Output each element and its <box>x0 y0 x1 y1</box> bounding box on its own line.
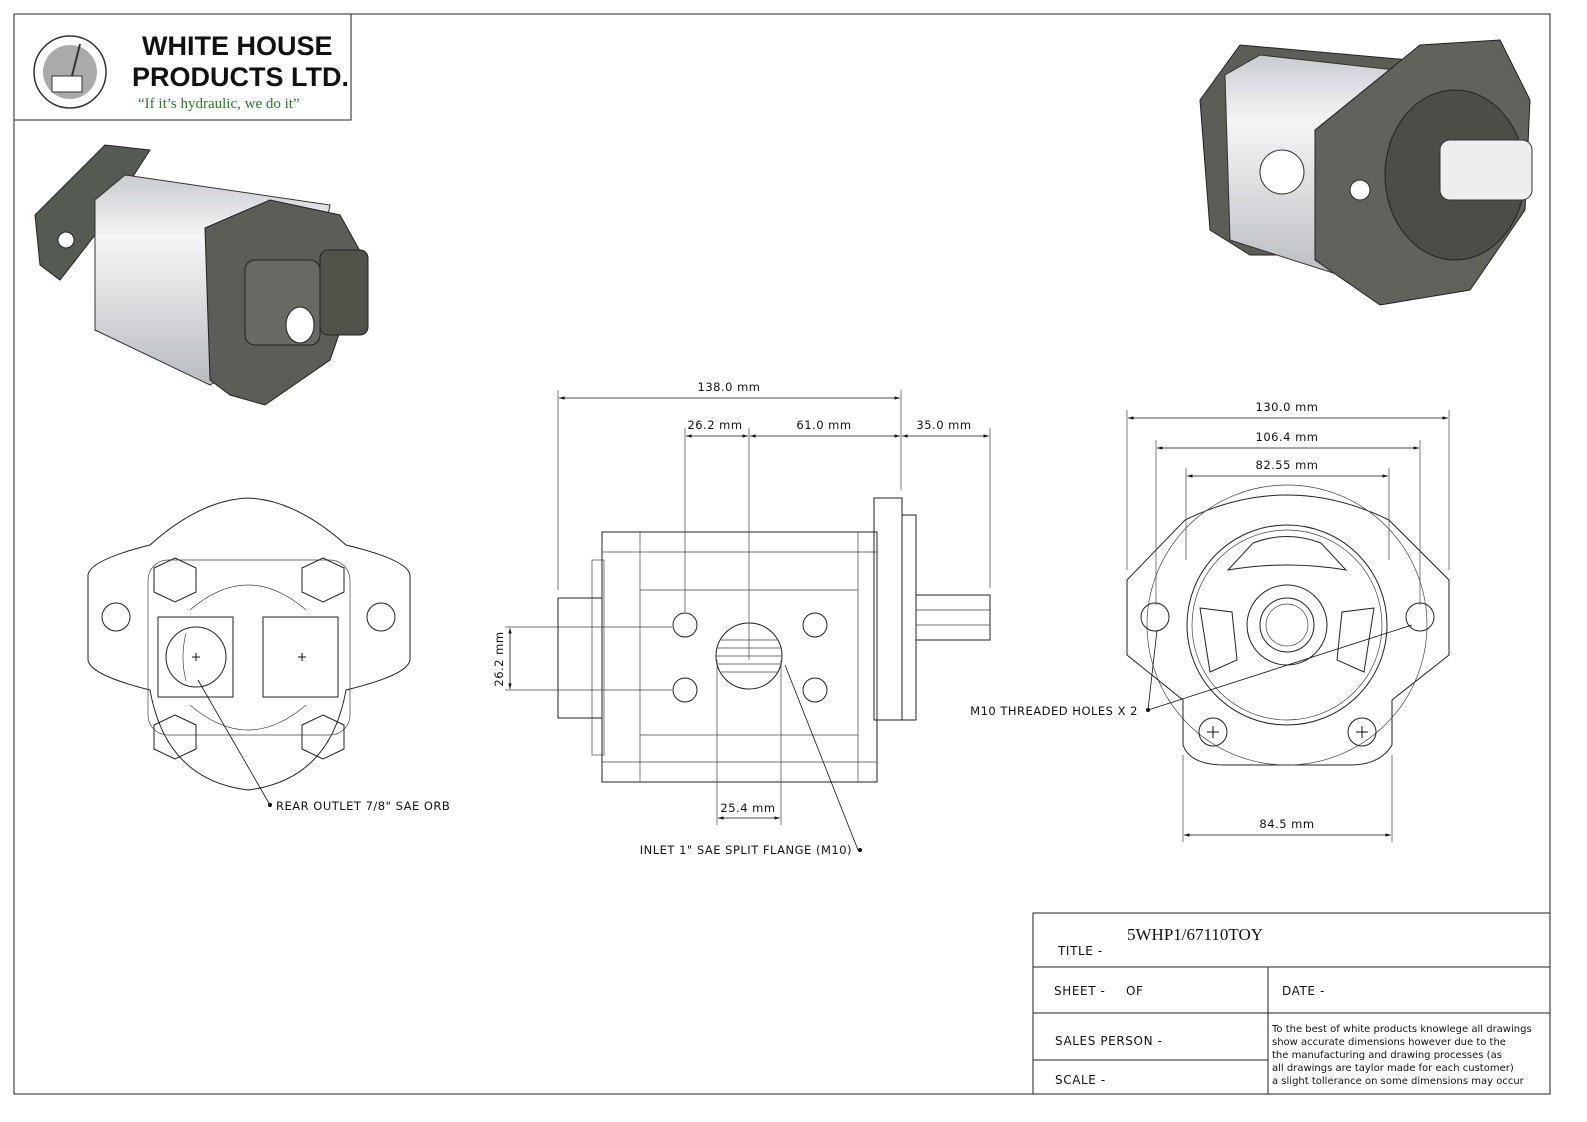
callout-threaded-holes: M10 THREADED HOLES X 2 <box>970 704 1138 718</box>
company-logo: WHITE HOUSE PRODUCTS LTD. “If it’s hydra… <box>13 13 352 121</box>
mount-hole <box>101 602 131 632</box>
front-view: 130.0 mm 106.4 mm 82.55 mm 84.5 mm M10 T… <box>970 400 1450 842</box>
date-label: DATE - <box>1282 984 1325 998</box>
callout-inlet: INLET 1" SAE SPLIT FLANGE (M10) <box>640 843 852 857</box>
sheet-of-label: OF <box>1126 984 1144 998</box>
sales-person-label: SALES PERSON - <box>1055 1034 1163 1048</box>
company-tagline: “If it’s hydraulic, we do it” <box>138 96 300 112</box>
disclaimer-line: a slight tollerance on some dimensions m… <box>1272 1076 1525 1087</box>
dim-base-width: 84.5 mm <box>1259 817 1314 831</box>
side-view: 138.0 mm 26.2 mm 61.0 mm 35.0 mm 26.2 mm… <box>492 380 991 857</box>
callout-rear-outlet: REAR OUTLET 7/8" SAE ORB <box>276 799 450 813</box>
pump-3d-render-rear <box>34 144 369 406</box>
dim-port-offset: 26.2 mm <box>687 418 742 432</box>
dim-shaft-length: 35.0 mm <box>916 418 971 432</box>
title-label: TITLE - <box>1057 944 1103 958</box>
dim-inlet-diameter: 25.4 mm <box>720 801 775 815</box>
sheet-border <box>13 13 1551 1095</box>
pump-3d-render-front <box>1199 39 1533 306</box>
dim-hole-spacing: 26.2 mm <box>492 631 506 686</box>
dim-overall-length: 138.0 mm <box>698 380 761 394</box>
mount-hole <box>366 602 396 632</box>
dim-flange-width: 130.0 mm <box>1256 400 1319 414</box>
title-block: TITLE - 5WHP1/67110TOY SHEET - OF DATE -… <box>1032 912 1551 1095</box>
part-number: 5WHP1/67110TOY <box>1127 925 1263 944</box>
disclaimer-line: all drawings are taylor made for each cu… <box>1272 1063 1514 1074</box>
company-name-line1: WHITE HOUSE <box>142 31 333 61</box>
disclaimer-line: To the best of white products knowlege a… <box>1271 1024 1532 1035</box>
disclaimer-line: the manufacturing and drawing processes … <box>1272 1050 1502 1061</box>
seal-icon <box>33 35 107 109</box>
dim-pilot-diameter: 82.55 mm <box>1256 458 1319 472</box>
dim-to-flange: 61.0 mm <box>796 418 851 432</box>
sheet-label: SHEET - <box>1054 984 1105 998</box>
disclaimer-line: show accurate dimensions however due to … <box>1272 1037 1506 1048</box>
rear-view: REAR OUTLET 7/8" SAE ORB <box>87 497 450 813</box>
scale-label: SCALE - <box>1055 1073 1106 1087</box>
company-name-line2: PRODUCTS LTD. <box>132 62 349 92</box>
dim-hole-centres: 106.4 mm <box>1256 430 1319 444</box>
